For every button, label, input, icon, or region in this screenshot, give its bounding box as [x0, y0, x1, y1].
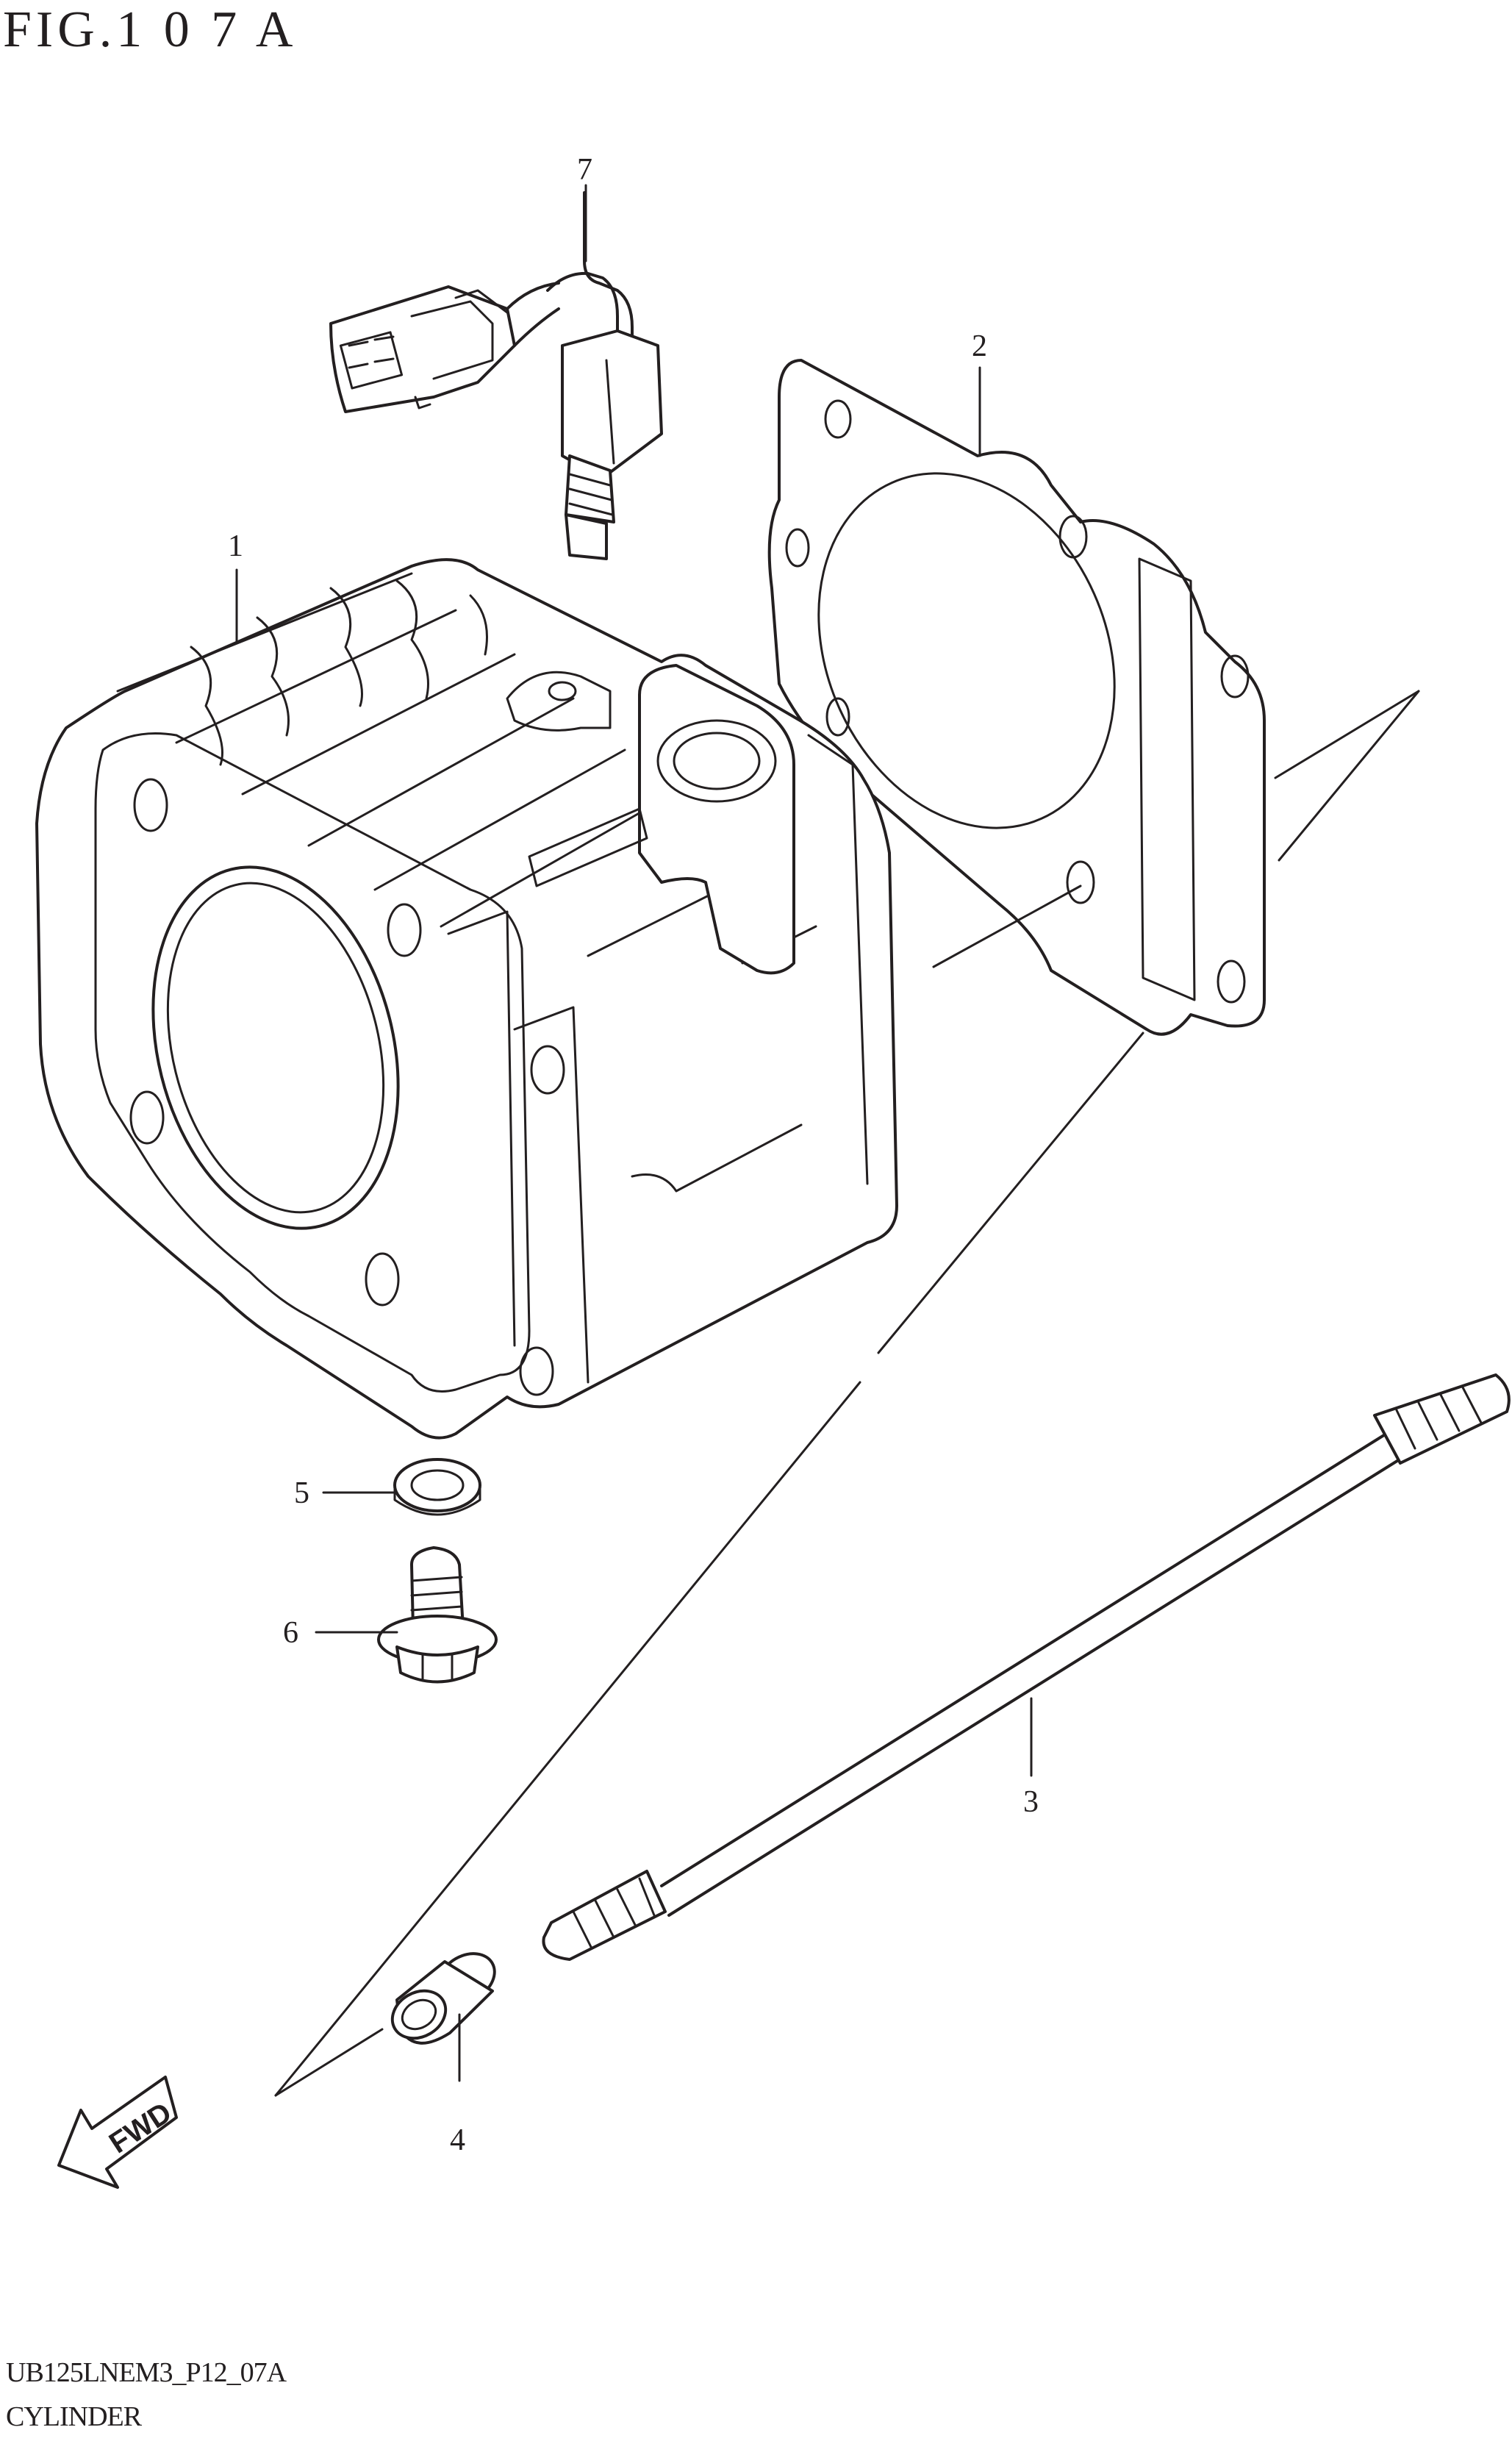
- callout-5: 5: [294, 1476, 309, 1510]
- gasket-part: [767, 359, 1266, 1036]
- cylinder-part: [35, 558, 898, 1440]
- callout-2: 2: [972, 329, 987, 363]
- fwd-arrow-icon: FWD: [57, 2076, 178, 2189]
- stud-part: [542, 1373, 1511, 1961]
- washer-part: [393, 1458, 481, 1516]
- figure-code: UB125LNEM3_P12_07A: [6, 2357, 287, 2388]
- sensor-part: [329, 191, 663, 560]
- bolt-part: [377, 1546, 498, 1684]
- callout-1: 1: [228, 529, 243, 563]
- callout-3: 3: [1023, 1785, 1039, 1819]
- assembly-guide-lines: [274, 690, 1420, 2097]
- leader-lines: [235, 184, 1033, 2082]
- callout-4: 4: [450, 2123, 465, 2157]
- callout-7: 7: [577, 153, 592, 187]
- dowel-pin-part: [390, 1952, 496, 2045]
- figure-title: FIG.1 0 7 A: [3, 1, 298, 58]
- figure-name: CYLINDER: [6, 2401, 142, 2432]
- callout-6: 6: [283, 1616, 298, 1650]
